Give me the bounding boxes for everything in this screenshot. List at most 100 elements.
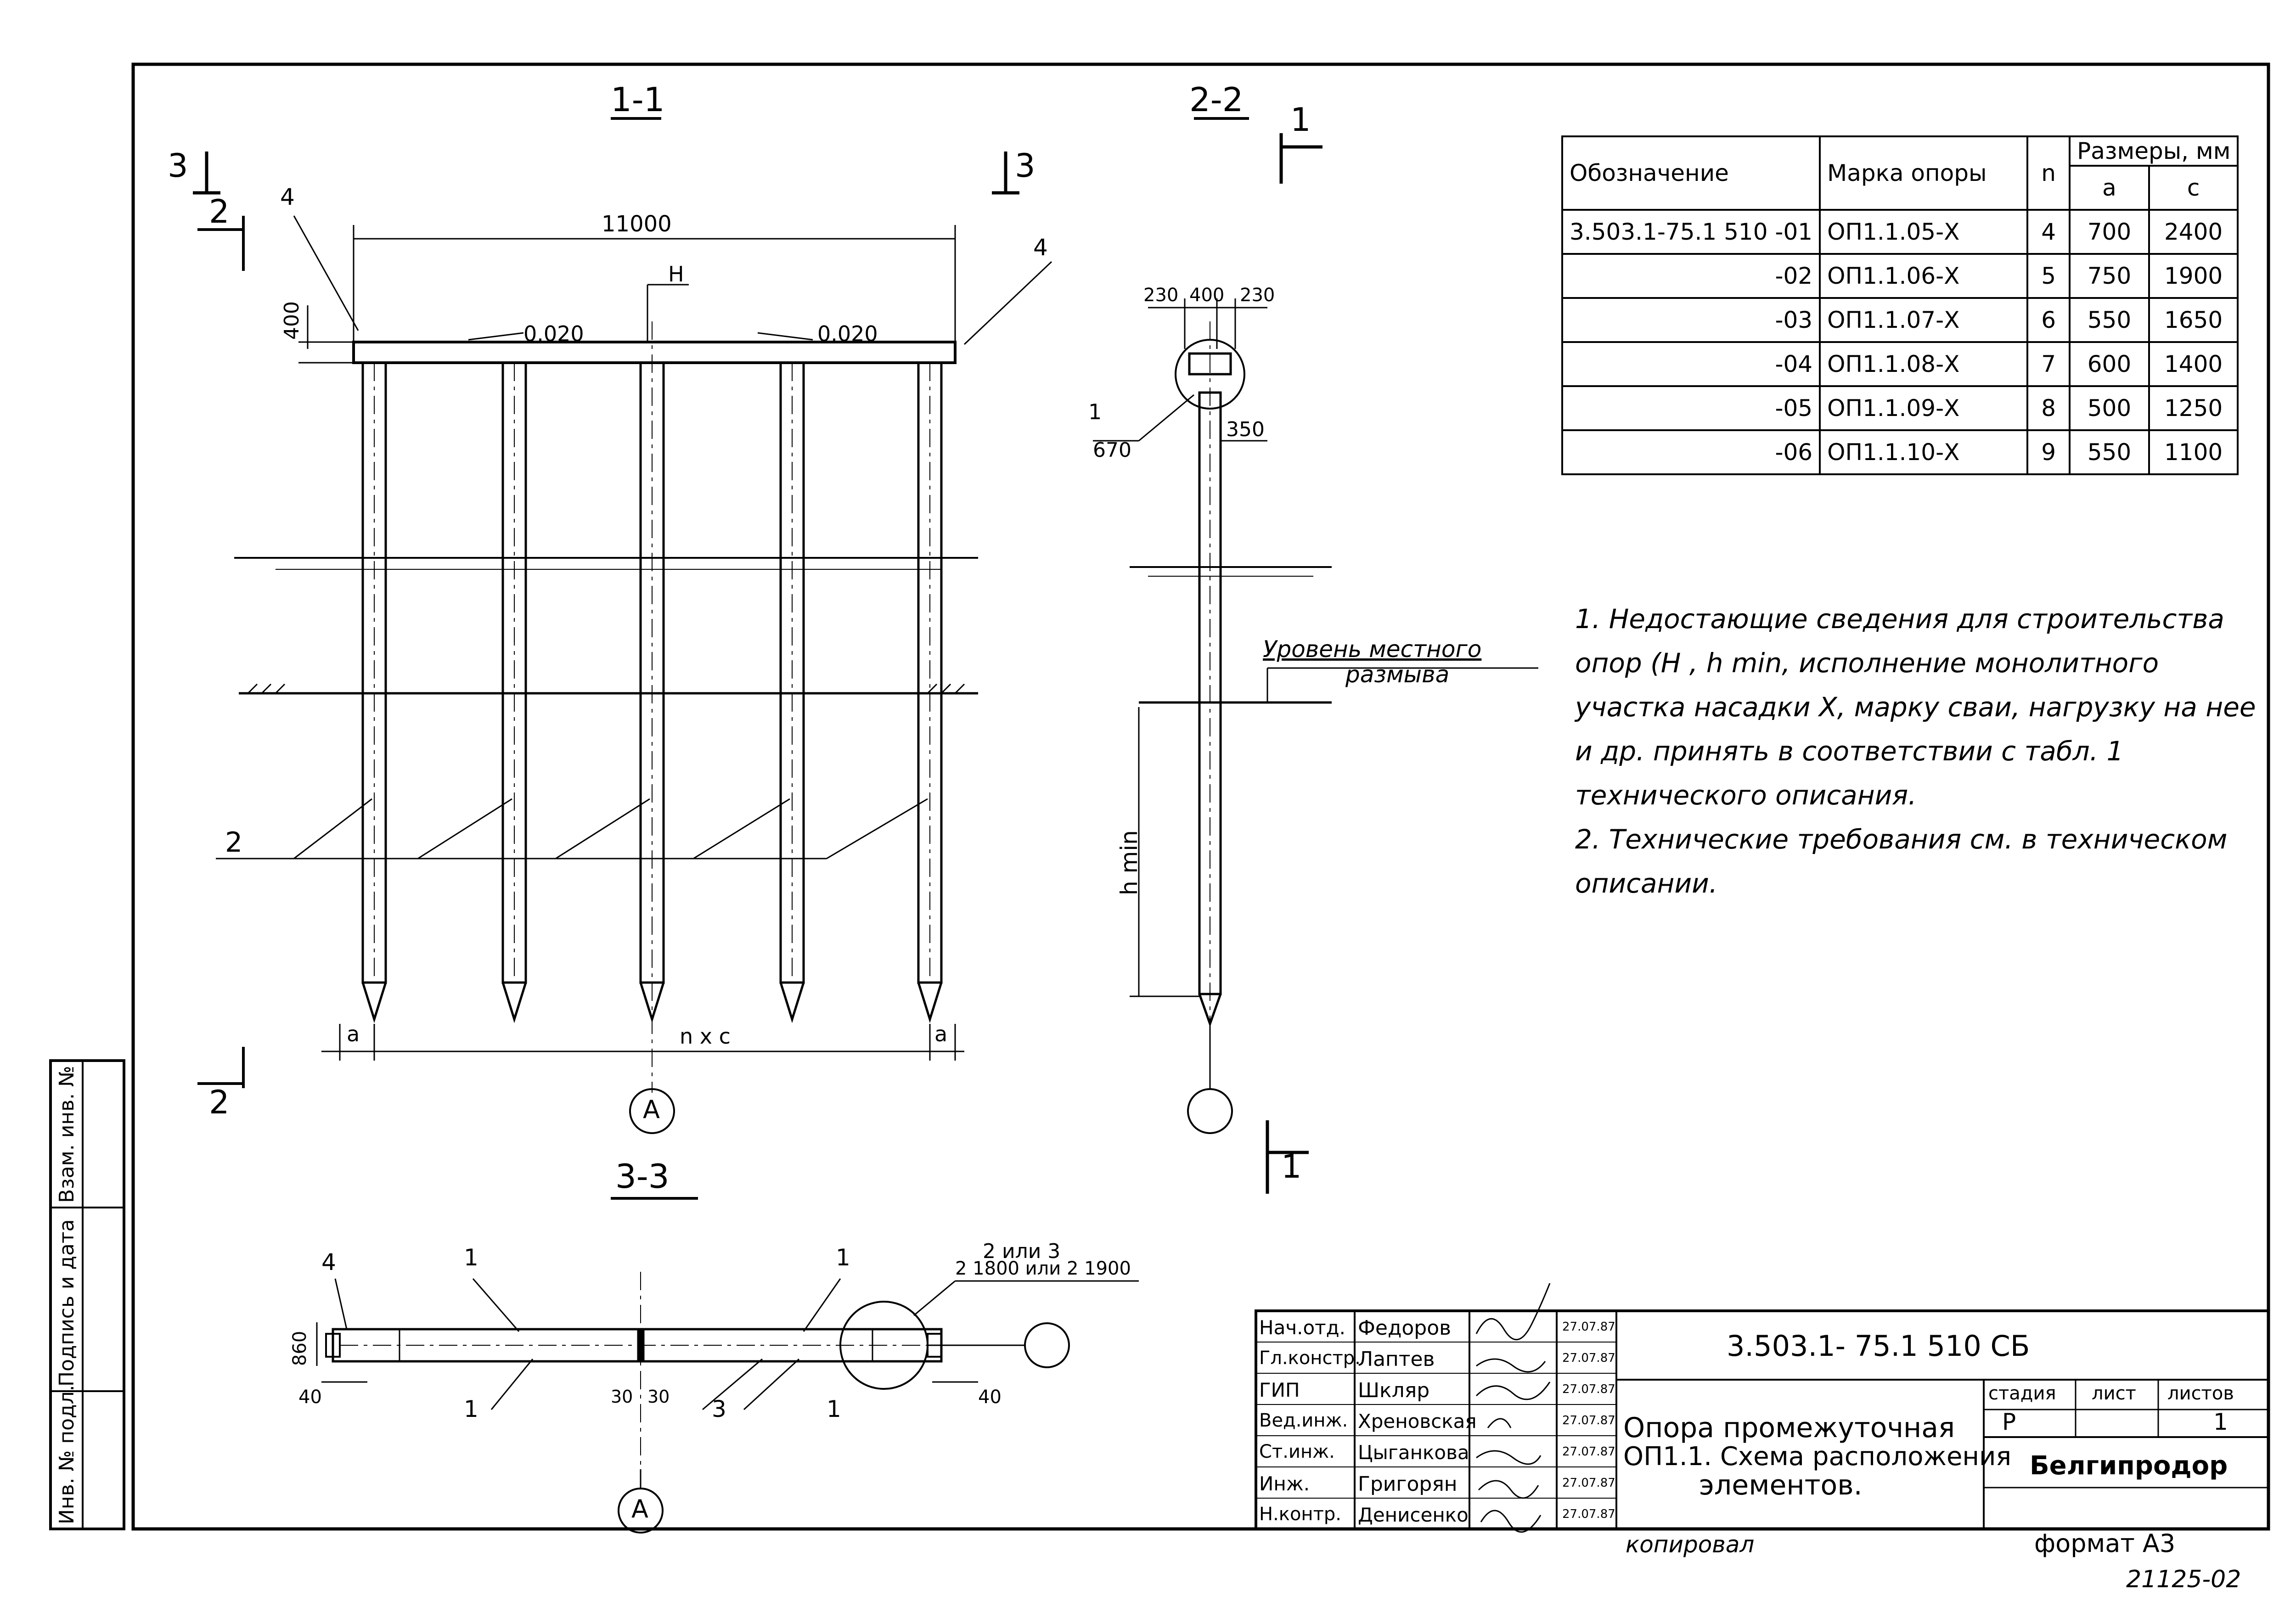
cell-c: 1900: [2148, 253, 2239, 299]
cell-a: 550: [2069, 297, 2150, 343]
stamp-role-row: Ст.инж. Цыганкова 27.07.87: [1259, 1441, 1622, 1469]
stamp-role: Вед.инж.: [1259, 1410, 1348, 1431]
cell-n: 5: [2026, 253, 2071, 299]
section-title-2-2: 2-2: [1189, 80, 1244, 119]
note-2: 2. Технические требования см. в техничес…: [1575, 824, 2228, 899]
cell-c: 1650: [2148, 297, 2239, 343]
erosion-label-2: размыва: [1345, 661, 1450, 688]
dim-a-right: a: [934, 1022, 948, 1046]
dim-30-right: 30: [647, 1387, 670, 1407]
dim-30-left: 30: [611, 1387, 633, 1407]
cell-n: 8: [2026, 385, 2071, 431]
cell-designation: 3.503.1-75.1 510 -01: [1561, 209, 1821, 255]
cell-mark: ОП1.1.07-X: [1819, 297, 2029, 343]
dim-400: 400: [1189, 285, 1225, 306]
pos-3: 3: [712, 1396, 726, 1422]
stamp-title-3: элементов.: [1699, 1469, 1863, 1501]
dim-hmin: h min: [1116, 830, 1142, 895]
view-1-1: [193, 117, 1052, 1134]
side-field-replace: Взам. инв. №: [55, 1066, 79, 1203]
dim-overall-width: 11000: [602, 211, 672, 237]
stamp-role-row: Гл.констр. Лаптев 27.07.87: [1259, 1348, 1622, 1375]
dim-cap-height: 400: [280, 301, 304, 340]
cell-designation: -05: [1561, 385, 1821, 431]
stamp-number: 21125-02: [2126, 1566, 2241, 1593]
stamp-name: Денисенко: [1358, 1504, 1469, 1526]
cell-designation: -03: [1561, 297, 1821, 343]
stamp-format: формат А3: [2034, 1529, 2176, 1558]
table-row: -02 ОП1.1.06-X 5 750 1900: [1561, 253, 2239, 299]
side-field-sign: Подпись и дата: [55, 1219, 79, 1387]
cell-mark: ОП1.1.06-X: [1819, 253, 2029, 299]
stamp-date: 27.07.87: [1562, 1351, 1615, 1365]
cell-a: 750: [2069, 253, 2150, 299]
stamp-date: 27.07.87: [1562, 1507, 1615, 1521]
cell-c: 1250: [2148, 385, 2239, 431]
stamp-date: 27.07.87: [1562, 1414, 1615, 1427]
cell-designation: -06: [1561, 429, 1821, 475]
stamp-role-row: Н.контр. Денисенко 27.07.87: [1259, 1504, 1622, 1531]
pos-1-view22: 1: [1088, 399, 1102, 424]
cell-a: 700: [2069, 209, 2150, 255]
cell-designation: -04: [1561, 341, 1821, 387]
pos-4-view33: 4: [321, 1249, 336, 1275]
cell-designation: -02: [1561, 253, 1821, 299]
dim-40-left: 40: [298, 1387, 322, 1408]
cell-a: 550: [2069, 429, 2150, 475]
slope-right: 0.020: [817, 321, 878, 346]
pos-2: 2: [225, 826, 243, 859]
view-2-2: [1093, 117, 1538, 1194]
stamp-code: 3.503.1- 75.1 510 СБ: [1727, 1329, 2030, 1363]
dim-860: 860: [289, 1331, 310, 1366]
spec-table: Обозначение Марка опоры n Размеры, мм a …: [1561, 135, 2239, 475]
cut-mark-1-bottom: 1: [1281, 1148, 1302, 1185]
cell-n: 9: [2026, 429, 2071, 475]
cell-c: 1400: [2148, 341, 2239, 387]
stamp-sheets-label: листов: [2167, 1383, 2234, 1404]
table-row: -05 ОП1.1.09-X 8 500 1250: [1561, 385, 2239, 431]
dim-a-left: a: [347, 1022, 360, 1046]
dim-350: 350: [1226, 418, 1265, 441]
note-1: 1. Недостающие сведения для строительств…: [1575, 603, 2256, 811]
erosion-label-1: Уровень местного: [1263, 636, 1482, 663]
stamp-role: Гл.констр.: [1259, 1348, 1361, 1369]
th-sizes: Размеры, мм: [2069, 135, 2239, 167]
cell-a: 500: [2069, 385, 2150, 431]
stamp-role-row: Инж. Григорян 27.07.87: [1259, 1472, 1622, 1500]
stamp-copied: копировал: [1626, 1531, 1755, 1558]
stamp-name: Хреновская: [1358, 1410, 1477, 1432]
pos-1-top-left: 1: [464, 1244, 478, 1271]
th-c: c: [2148, 165, 2239, 211]
callout-line-2: 2 1800 или 2 1900: [955, 1258, 1131, 1279]
th-designation: Обозначение: [1561, 135, 1821, 211]
stamp-date: 27.07.87: [1562, 1382, 1615, 1396]
stamp-role: Ст.инж.: [1259, 1441, 1335, 1462]
section-title-1-1: 1-1: [611, 80, 665, 119]
cut-mark-2-top: 2: [209, 193, 230, 230]
table-row: -03 ОП1.1.07-X 6 550 1650: [1561, 297, 2239, 343]
cell-mark: ОП1.1.05-X: [1819, 209, 2029, 255]
stamp-role: Нач.отд.: [1259, 1316, 1346, 1339]
section-title-3-3: 3-3: [615, 1157, 670, 1196]
cut-mark-1-top: 1: [1290, 101, 1311, 139]
stamp-name: Федоров: [1358, 1316, 1452, 1340]
stamp-role-row: Вед.инж. Хреновская 27.07.87: [1259, 1410, 1622, 1438]
side-field-inv: Инв. № подл.: [55, 1385, 79, 1524]
cell-mark: ОП1.1.08-X: [1819, 341, 2029, 387]
table-row: 3.503.1-75.1 510 -01 ОП1.1.05-X 4 700 24…: [1561, 209, 2239, 255]
stamp-name: Цыганкова: [1358, 1441, 1469, 1464]
stamp-sheet-label: лист: [2092, 1383, 2136, 1404]
dim-40-right: 40: [978, 1387, 1002, 1408]
cut-mark-3-right: 3: [1015, 147, 1035, 185]
stamp-name: Григорян: [1358, 1472, 1458, 1496]
stamp-stage-label: стадия: [1988, 1383, 2056, 1404]
cell-mark: ОП1.1.10-X: [1819, 429, 2029, 475]
pos-4-left: 4: [280, 184, 295, 210]
th-a: a: [2069, 165, 2150, 211]
stamp-date: 27.07.87: [1562, 1445, 1615, 1459]
stamp-role: Н.контр.: [1259, 1504, 1341, 1525]
pos-4-right: 4: [1033, 234, 1048, 261]
cut-mark-2-bottom: 2: [209, 1084, 230, 1121]
cell-n: 7: [2026, 341, 2071, 387]
